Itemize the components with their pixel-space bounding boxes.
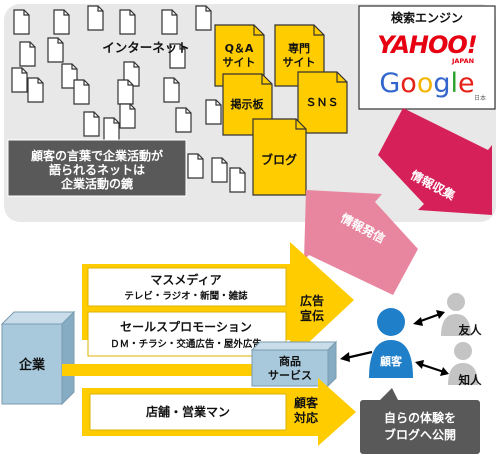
site-doc-blog: ブログ [252,118,307,196]
share-callout: 自らの体験をブログへ公開 [360,388,480,454]
search-engine-box: 検索エンジン YAHOO! JAPAN Google 日本 [358,5,496,110]
site-doc-expert: 専門サイト [274,24,325,87]
friend-link-head-1 [413,317,423,326]
friend-label: 友人 [459,323,482,337]
google-logo-text: Google [379,68,474,99]
sales-promo-title: セールスプロモーション [120,319,252,334]
google-logo-sub: 日本 [474,94,486,102]
mass-media-title: マスメディア [150,272,221,287]
acquaintance-link-head-2 [440,367,449,376]
qa-label-2: サイト [223,56,256,69]
friend-person-icon [441,293,471,336]
product-box: 商品サービス [250,340,338,388]
internet-title: インターネット [102,40,190,55]
service-label-2: 対応 [293,410,318,425]
acquaintance-link-arrow [419,362,445,374]
site-doc-sns: ＳＮＳ [297,71,348,134]
svg-text:広告宣伝: 広告宣伝 [300,293,324,323]
friend-link-head-2 [436,310,445,319]
google-logo: Google [379,68,474,99]
customer-to-product-arrowhead [340,352,350,362]
svg-text:顧客対応: 顧客対応 [293,395,319,425]
acquaintance-person-icon [448,342,478,385]
note-line-3: 企業活動の鏡 [60,176,133,191]
expert-label-1: 専門 [288,41,310,55]
info-send-arrow [304,190,418,295]
company-cube: 企業 [0,310,76,406]
svg-text:顧客の言葉で企業活動が語られるネットは企業活動の鏡: 顧客の言葉で企業活動が語られるネットは企業活動の鏡 [31,148,163,191]
customer-person-icon: 顧客 [369,308,413,378]
svg-text:専門サイト: 専門サイト [283,41,316,69]
qa-label-1: Q＆A [225,42,254,55]
expert-label-2: サイト [283,56,316,69]
google-letter: o [400,68,417,99]
svg-text:自らの体験をブログへ公開: 自らの体験をブログへ公開 [384,410,456,442]
ad-label-1: 広告 [300,293,324,308]
store-box [89,393,287,431]
sns-label: ＳＮＳ [306,96,339,109]
customer-to-product-line [345,350,373,360]
mass-media-detail: テレビ・ラジオ・新聞・雑誌 [124,290,248,302]
google-letter: o [417,68,434,99]
share-line-1: 自らの体験を [384,410,456,425]
product-arrow [62,358,312,382]
search-engine-title: 検索エンジン [391,10,463,25]
store-label: 店舗・営業マン [146,404,230,419]
company-label: 企業 [18,357,46,373]
info-collect-arrow [378,108,492,215]
share-line-2: ブログへ公開 [384,427,456,442]
google-letter: G [379,68,400,99]
blog-label: ブログ [261,152,297,167]
customer-label: 顧客 [380,354,403,368]
acquaintance-label: 知人 [458,373,482,387]
internet-note: 顧客の言葉で企業活動が語られるネットは企業活動の鏡 [7,139,187,197]
mass-media-box [87,267,287,307]
yahoo-logo-sub: JAPAN [451,57,474,65]
note-line-2: 語られるネットは [49,162,145,177]
google-letter: g [433,68,450,99]
google-letter: e [458,68,475,99]
note-line-1: 顧客の言葉で企業活動が [31,148,163,163]
product-label-1: 商品 [279,354,301,368]
ad-label-2: 宣伝 [300,308,324,323]
yahoo-logo: YAHOO! [377,31,477,59]
bbs-label: 掲示板 [231,97,265,111]
service-label-1: 顧客 [294,395,319,410]
google-letter: l [451,68,459,99]
acquaintance-link-head-1 [415,360,424,369]
svg-text:商品サービス: 商品サービス [268,354,312,382]
product-label-2: サービス [268,368,312,382]
sales-promo-detail: ＤＭ・チラシ・交通広告・屋外広告 [110,338,262,350]
